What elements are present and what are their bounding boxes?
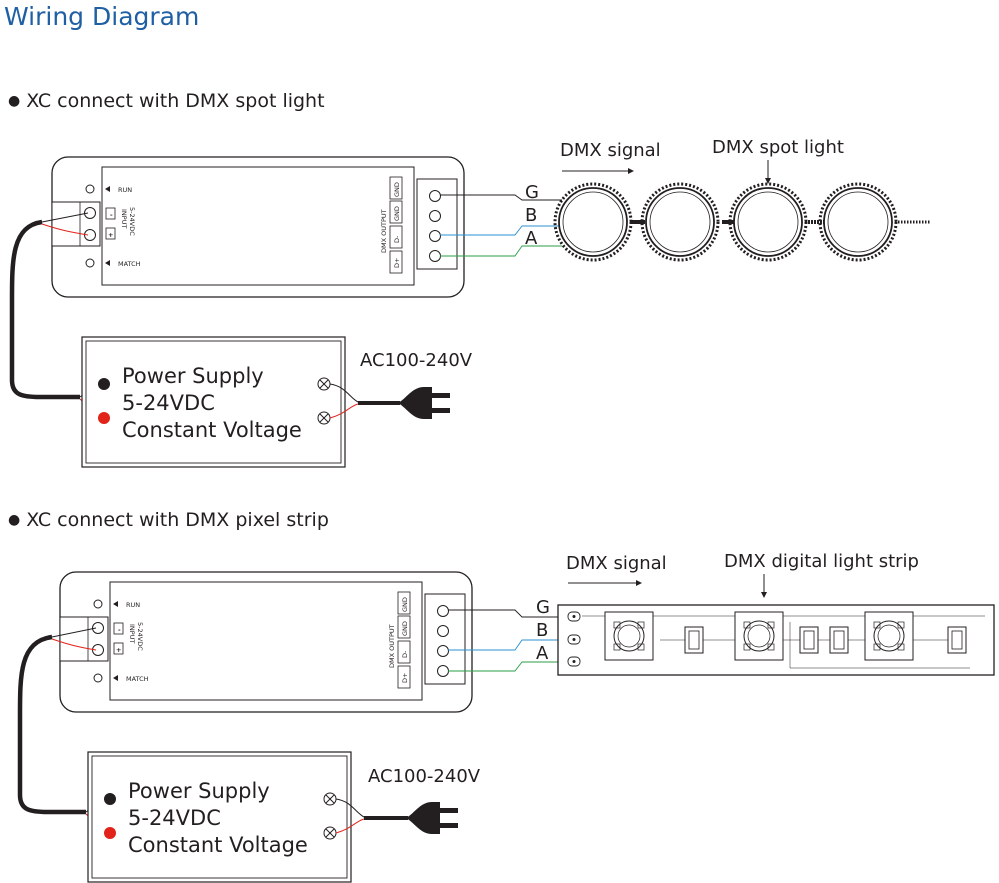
spot-light xyxy=(640,182,720,262)
wire-b-label: B xyxy=(525,205,537,226)
wire-b xyxy=(448,639,570,651)
spot-light xyxy=(728,182,808,262)
power-supply-1: Power Supply 5-24VDC Constant Voltage xyxy=(81,336,346,468)
wire-g xyxy=(440,194,562,201)
dmx-output-label: DMX OUTPUT xyxy=(388,624,396,668)
wire-black xyxy=(51,627,97,638)
input-voltage-label: 5-24VDC xyxy=(136,622,144,651)
controller-unit-2: RUN MATCH - + INPUT 5-24VDC DMX OUTPUT G… xyxy=(59,571,473,713)
dmx-spot-light-label: DMX spot light xyxy=(712,137,844,158)
run-label: RUN xyxy=(126,601,140,609)
pin-d-minus: D- xyxy=(401,650,409,658)
psu-line3: Constant Voltage xyxy=(128,833,308,857)
section-heading-spot-light: ● XC connect with DMX spot light xyxy=(8,90,325,112)
pin-gnd-1: GND xyxy=(401,597,409,612)
signal-arrow-icon xyxy=(568,580,642,586)
wire-red xyxy=(329,403,359,419)
input-cable xyxy=(9,219,80,400)
wire-red xyxy=(41,223,89,236)
signal-arrow-icon xyxy=(562,168,634,174)
match-label: MATCH xyxy=(126,675,149,683)
minus-label: - xyxy=(110,211,113,219)
wire-b-label: B xyxy=(536,620,548,641)
input-label: INPUT xyxy=(120,209,128,228)
plus-label: + xyxy=(116,646,121,654)
bullet-icon: ● xyxy=(8,512,21,528)
match-label: MATCH xyxy=(118,260,141,268)
ac-voltage-label: AC100-240V xyxy=(368,766,481,787)
plus-label: + xyxy=(108,231,113,239)
wire-red xyxy=(51,638,97,651)
dmx-output-label: DMX OUTPUT xyxy=(380,209,388,253)
input-cable xyxy=(17,634,86,815)
strip-resistor xyxy=(947,626,967,654)
pixel-chip xyxy=(734,611,784,661)
wire-g-label: G xyxy=(525,182,539,203)
psu-line3: Constant Voltage xyxy=(122,418,302,442)
pin-d-minus: D- xyxy=(393,235,401,243)
wire-g-label: G xyxy=(536,597,550,618)
strip-resistor xyxy=(829,626,849,654)
strip-resistor xyxy=(684,626,704,654)
pixel-chip xyxy=(864,611,914,661)
psu-line2: 5-24VDC xyxy=(122,391,215,415)
input-label: INPUT xyxy=(128,624,136,643)
ac-plug-icon xyxy=(406,802,458,834)
dmx-signal-label: DMX signal xyxy=(566,553,667,574)
dmx-signal-label: DMX signal xyxy=(560,140,661,161)
ac-plug-icon xyxy=(398,387,450,419)
wire-b xyxy=(440,225,562,236)
psu-line1: Power Supply xyxy=(128,779,270,803)
wire-black xyxy=(335,798,365,818)
psu-line2: 5-24VDC xyxy=(128,806,221,830)
pin-d-plus: D+ xyxy=(401,673,409,683)
bullet-icon: ● xyxy=(8,93,21,109)
wire-red xyxy=(335,818,365,834)
wire-a xyxy=(440,245,562,257)
wire-a-label: A xyxy=(525,228,538,249)
pointer-arrow-icon xyxy=(765,160,771,184)
pixel-strip xyxy=(557,604,995,676)
section-heading-text: XC connect with DMX spot light xyxy=(26,90,325,112)
pin-gnd-2: GND xyxy=(393,206,401,221)
input-voltage-label: 5-24VDC xyxy=(128,207,136,236)
psu-line1: Power Supply xyxy=(122,364,264,388)
section-heading-pixel-strip: ● XC connect with DMX pixel strip xyxy=(8,509,329,531)
controller-unit-1: RUN MATCH - + INPUT 5-24VDC DMX OUTPUT G… xyxy=(51,156,465,298)
spot-light-chain xyxy=(553,182,930,262)
pixel-chip xyxy=(604,611,654,661)
spot-light xyxy=(553,182,633,262)
page-title: Wiring Diagram xyxy=(4,2,200,31)
dmx-strip-label: DMX digital light strip xyxy=(724,551,919,572)
wire-a-label: A xyxy=(536,643,549,664)
strip-resistor xyxy=(799,626,819,654)
section-heading-text: XC connect with DMX pixel strip xyxy=(26,509,329,531)
pin-gnd-2: GND xyxy=(401,621,409,636)
pin-gnd-1: GND xyxy=(393,182,401,197)
ac-voltage-label: AC100-240V xyxy=(360,350,473,371)
power-supply-2: Power Supply 5-24VDC Constant Voltage xyxy=(87,751,352,883)
minus-label: - xyxy=(118,626,121,634)
pointer-arrow-icon xyxy=(761,574,767,598)
wire-black xyxy=(329,383,359,403)
pin-d-plus: D+ xyxy=(393,258,401,268)
wire-black xyxy=(41,212,89,223)
spot-light xyxy=(818,182,898,262)
wire-g xyxy=(448,609,570,618)
run-label: RUN xyxy=(118,186,132,194)
wire-a xyxy=(448,661,570,672)
